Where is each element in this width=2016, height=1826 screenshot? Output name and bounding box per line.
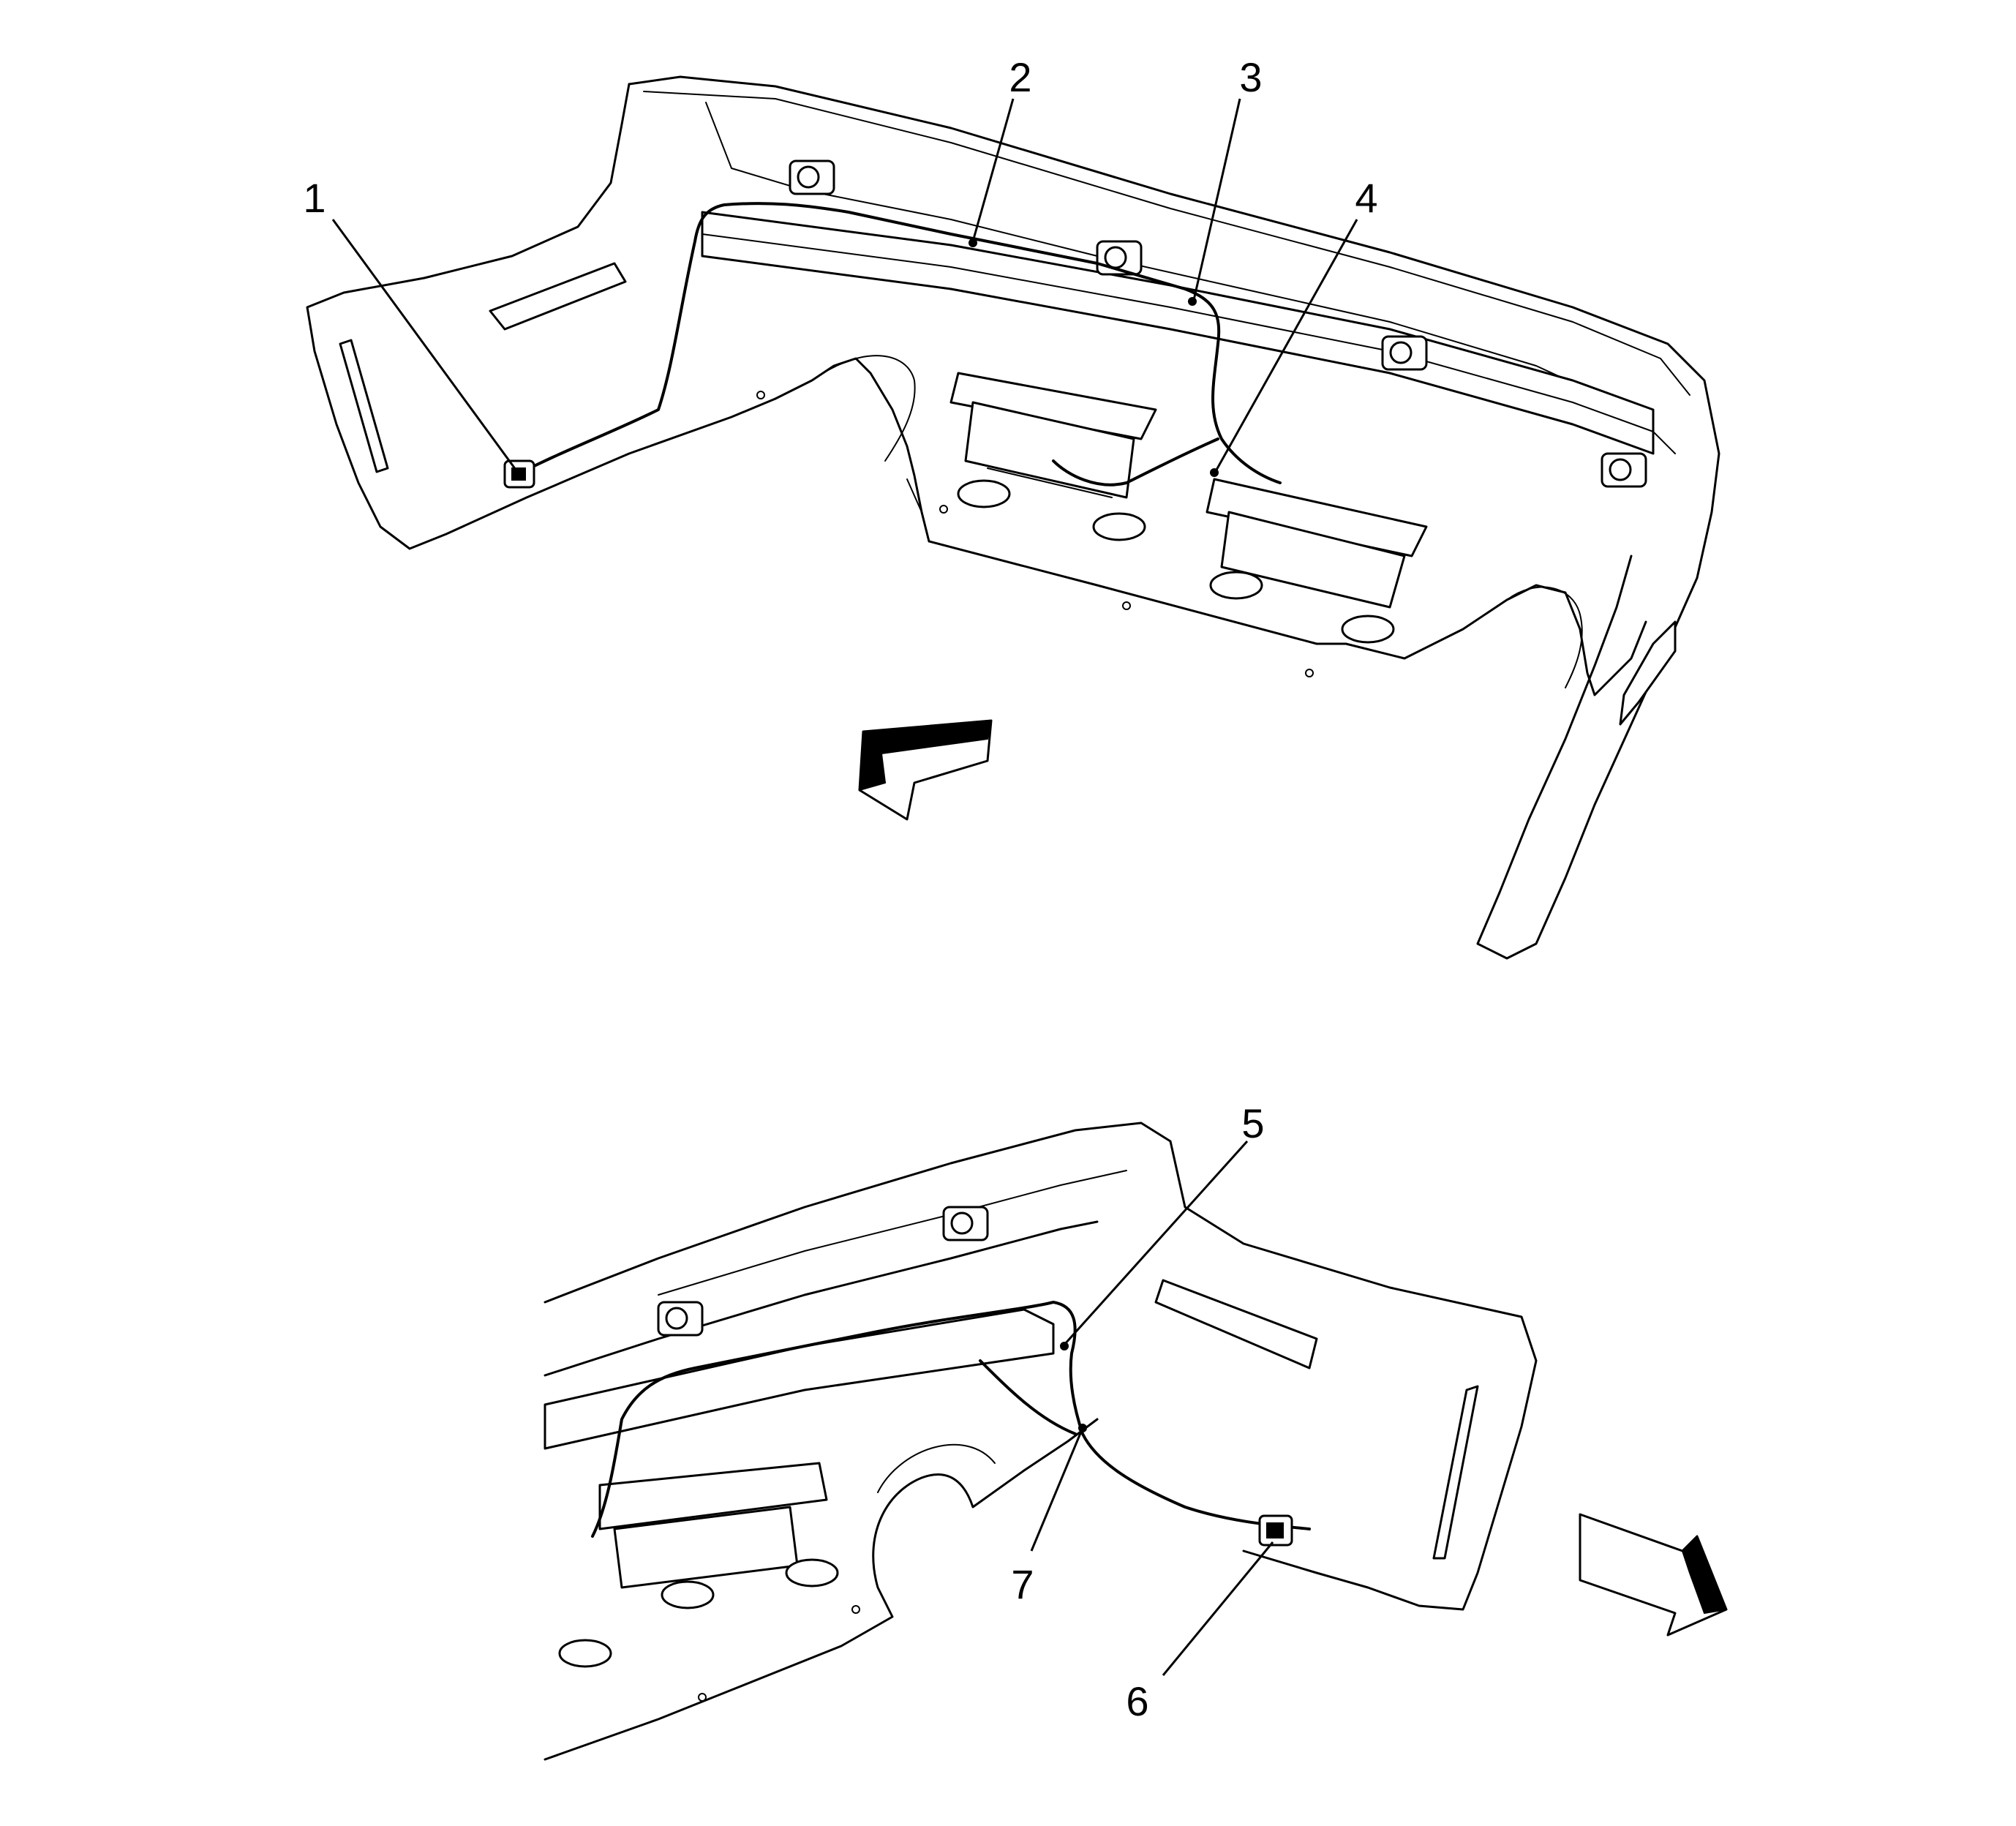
top-bumper-fascia (306, 75, 1720, 960)
parking-sensor-top-1 (789, 159, 835, 195)
callout-3: 3 (1192, 54, 1263, 301)
front-direction-arrow-icon (1579, 1513, 1728, 1637)
bracket-bottom (558, 1462, 839, 1668)
callout-1: 1 (303, 175, 519, 473)
callout-5: 5 (1063, 1100, 1265, 1346)
callout-2: 2 (971, 54, 1032, 242)
callout-label-3: 3 (1239, 54, 1262, 100)
callout-7: 7 (1011, 1427, 1084, 1607)
bracket-top-left (949, 372, 1157, 541)
callout-4: 4 (1214, 175, 1378, 472)
parking-sensor-bottom-2 (657, 1301, 704, 1337)
connector-6 (1258, 1514, 1293, 1547)
front-direction-arrow-icon (858, 719, 993, 821)
harness-top (514, 202, 1282, 484)
bracket-top-right (1206, 478, 1428, 644)
parking-sensor-bottom-1 (942, 1206, 989, 1241)
callout-label-2: 2 (1009, 54, 1031, 100)
callout-label-5: 5 (1241, 1100, 1264, 1146)
harness-bottom (591, 1301, 1311, 1538)
callout-label-4: 4 (1355, 175, 1377, 221)
callout-label-7: 7 (1011, 1561, 1034, 1607)
bottom-bumper-fascia (544, 1121, 1538, 1761)
callout-label-1: 1 (303, 175, 326, 221)
connector-1 (503, 459, 535, 489)
parking-sensor-top-3 (1381, 335, 1428, 371)
callout-6: 6 (1126, 1541, 1274, 1724)
callout-label-6: 6 (1126, 1678, 1148, 1724)
parking-sensor-top-4 (1601, 452, 1647, 488)
